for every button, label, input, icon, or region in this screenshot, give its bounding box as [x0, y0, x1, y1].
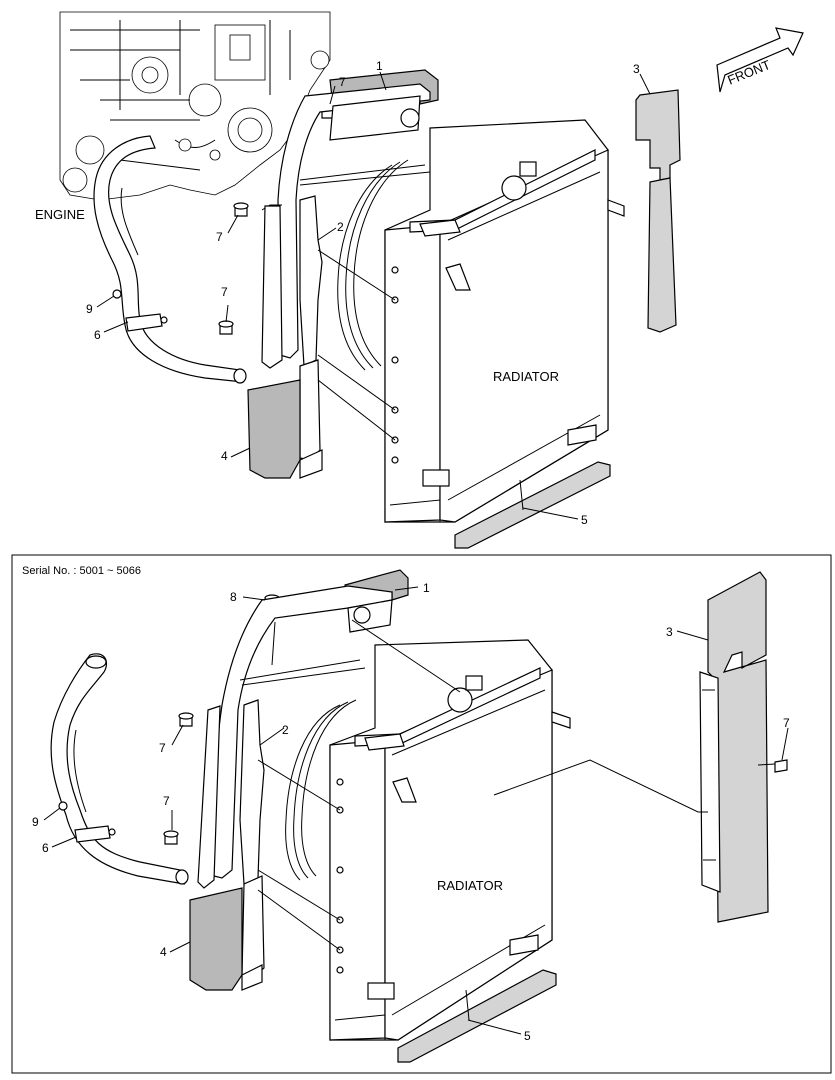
callout-2-bottom: 2 [282, 723, 289, 737]
bottom-view: Serial No. : 5001 ~ 5066 [11, 554, 832, 1074]
callout-leaders-bottom [43, 586, 789, 1035]
fan-ring [337, 159, 409, 371]
cover-part-4-bottom [189, 887, 263, 991]
engine-label: ENGINE [35, 207, 85, 222]
callout-8-bottom: 8 [230, 590, 237, 604]
callout-7c: 7 [221, 285, 228, 299]
shroud-part-1 [261, 69, 439, 369]
front-direction-arrow: FRONT [716, 27, 804, 93]
radiator-label-bottom: RADIATOR [437, 878, 503, 893]
callout-3: 3 [633, 62, 640, 76]
shroud-part-1-bottom [197, 569, 409, 889]
callout-7b: 7 [216, 230, 223, 244]
serial-variant-frame [11, 554, 832, 1074]
serial-number-label: Serial No. : 5001 ~ 5066 [22, 565, 141, 577]
radiator-bottom [257, 619, 571, 1041]
seal-part-5-bottom [397, 969, 557, 1063]
callout-3-bottom: 3 [666, 625, 673, 639]
bracket-part-2-bottom [239, 699, 265, 979]
bracket-part-2 [299, 195, 323, 461]
top-view: FRONT ENGINE RADIATOR 1 2 3 4 5 6 7 7 7 … [35, 11, 804, 549]
callout-4-bottom: 4 [160, 945, 167, 959]
callout-leaders-top [96, 71, 651, 520]
callout-7a: 7 [339, 75, 346, 89]
callout-9: 9 [86, 302, 93, 316]
callout-4: 4 [221, 449, 228, 463]
callout-1-bottom: 1 [423, 581, 430, 595]
callout-9-bottom: 9 [32, 815, 39, 829]
radiator-label-top: RADIATOR [493, 369, 559, 384]
seal-part-5 [454, 461, 611, 549]
hose-part-6-bottom [50, 653, 189, 885]
callout-7c-bottom: 7 [783, 716, 790, 730]
hose-clamp [125, 313, 168, 332]
callout-6: 6 [94, 328, 101, 342]
seal-part-3 [635, 89, 681, 333]
callout-2: 2 [337, 220, 344, 234]
callout-6-bottom: 6 [42, 841, 49, 855]
callout-7b-bottom: 7 [163, 794, 170, 808]
cover-part-4 [247, 379, 323, 479]
callout-5: 5 [581, 513, 588, 527]
seal-part-3-bottom [493, 571, 776, 923]
hose-clamp-bottom [74, 825, 116, 843]
callout-5-bottom: 5 [524, 1029, 531, 1043]
callout-1: 1 [376, 59, 383, 73]
radiator-top [317, 119, 625, 523]
fan-ring-bottom [285, 699, 357, 881]
callout-7a-bottom: 7 [159, 741, 166, 755]
